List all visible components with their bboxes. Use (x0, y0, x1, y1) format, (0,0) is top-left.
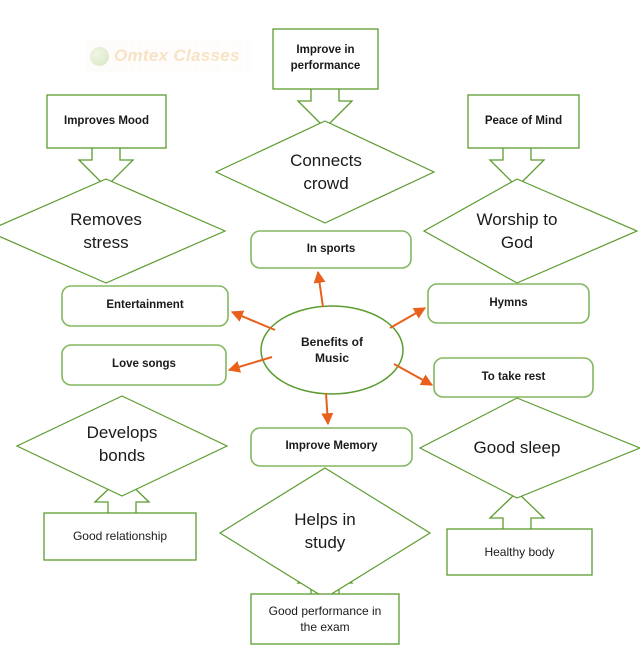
node-to-take-rest[interactable] (433, 357, 594, 398)
node-develops-bonds[interactable] (15, 395, 229, 497)
node-helps-in-study[interactable] (218, 467, 432, 599)
node-improves-mood[interactable] (46, 94, 167, 149)
arrow-center-to-improve-memory (321, 392, 334, 426)
node-benefits-of-music[interactable] (260, 305, 404, 395)
node-good-performance-in-the-exam[interactable] (250, 593, 400, 645)
arrow-center-to-in-sports (313, 270, 326, 308)
arrow-center-to-love-songs (227, 356, 273, 373)
node-love-songs[interactable] (61, 344, 227, 386)
node-good-relationship[interactable] (43, 512, 197, 561)
node-improve-memory[interactable] (250, 427, 413, 467)
node-improve-in-performance[interactable] (272, 28, 379, 90)
node-hymns[interactable] (427, 283, 590, 324)
node-worship-to-god[interactable] (422, 178, 639, 284)
node-good-sleep[interactable] (418, 397, 640, 499)
node-in-sports[interactable] (250, 230, 412, 269)
node-connects-crowd[interactable] (214, 120, 436, 224)
node-peace-of-mind[interactable] (467, 94, 580, 149)
node-removes-stress[interactable] (0, 178, 227, 284)
arrow-center-to-hymns (389, 307, 427, 329)
node-healthy-body[interactable] (446, 528, 593, 576)
arrow-center-to-entertainment (230, 310, 276, 331)
node-entertainment[interactable] (61, 285, 229, 327)
arrow-center-to-to-take-rest (393, 363, 434, 386)
